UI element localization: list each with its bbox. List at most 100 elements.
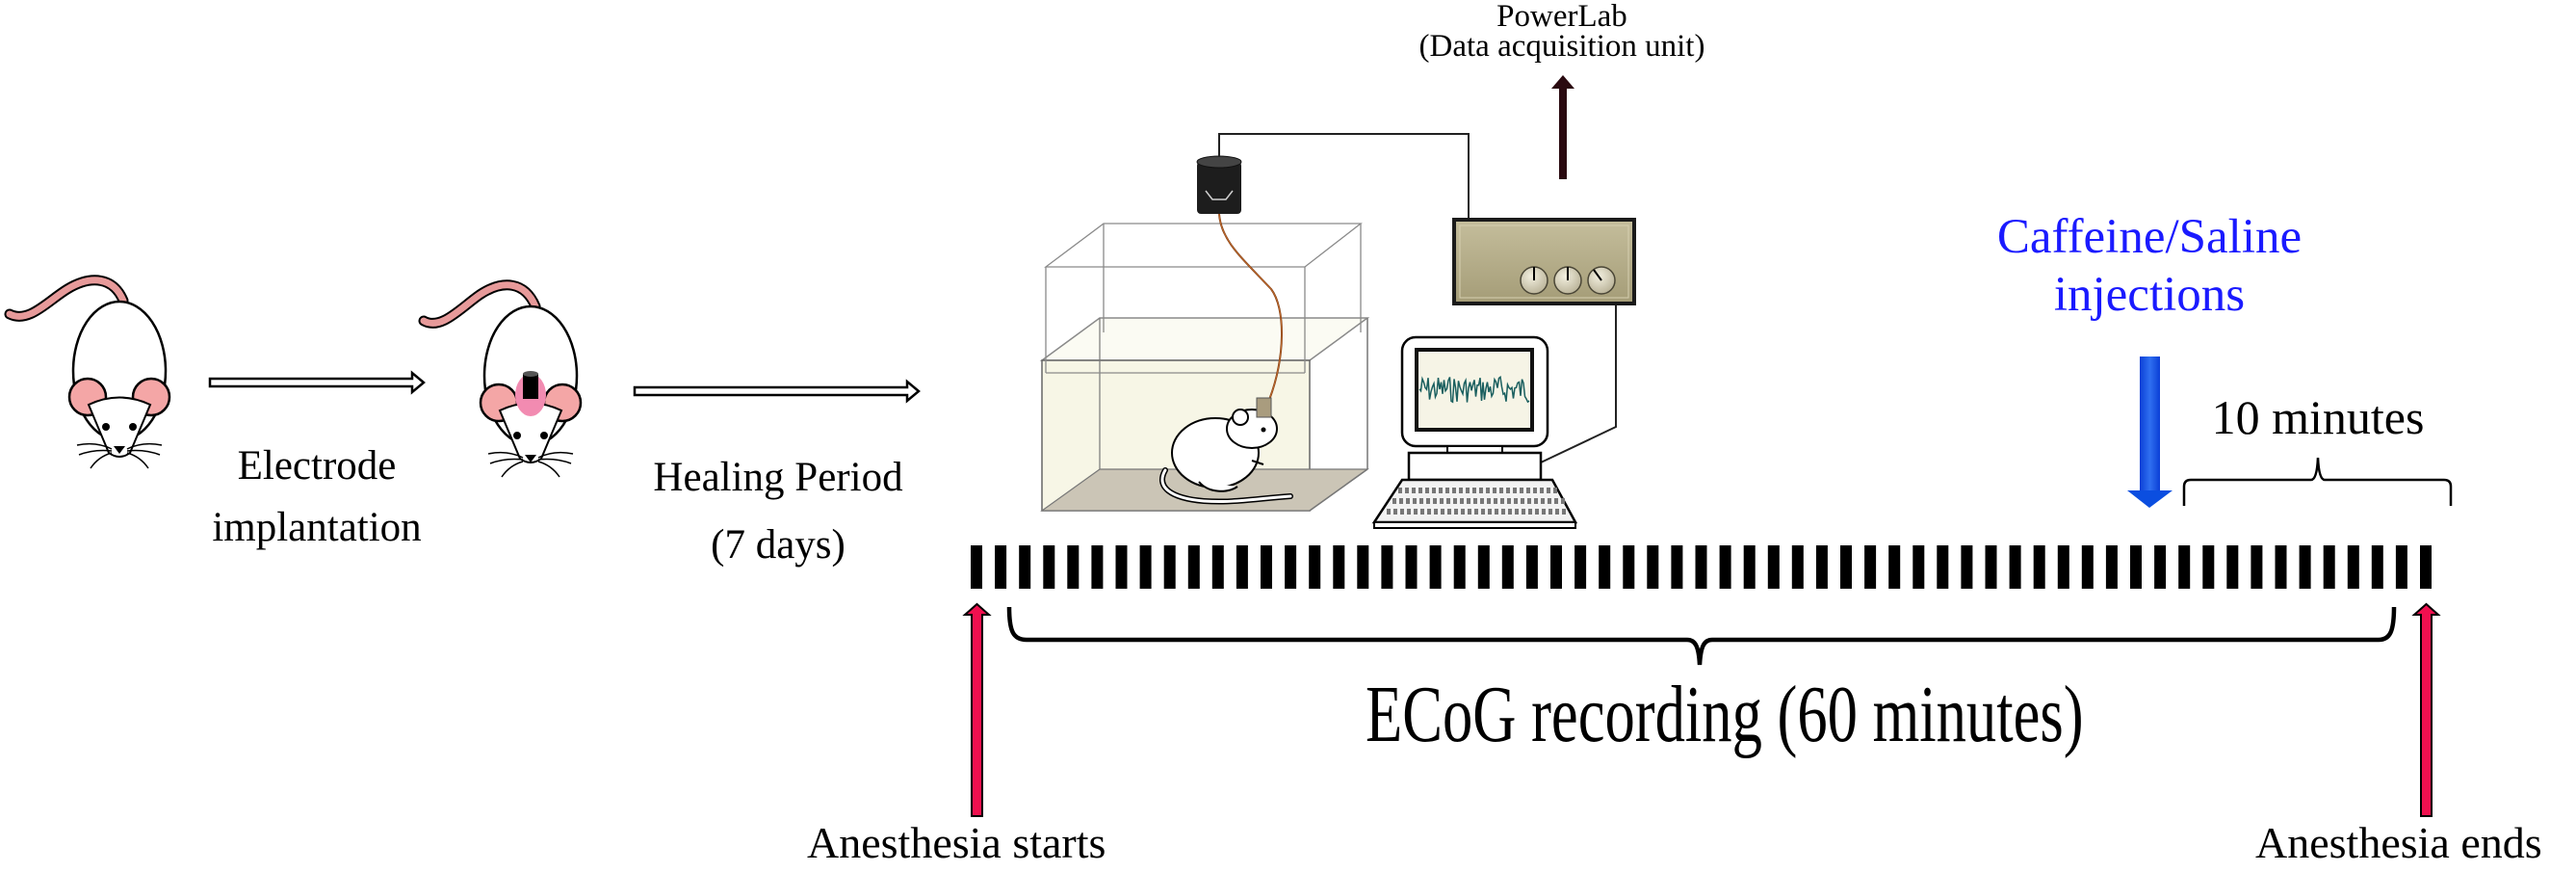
timeline-tick xyxy=(2275,545,2287,589)
injection-line-2: injections xyxy=(2053,268,2246,322)
keyboard-key xyxy=(1487,498,1491,504)
timeline-tick xyxy=(1163,545,1176,589)
keyboard-key xyxy=(1553,488,1557,493)
cage-lid xyxy=(1044,223,1363,374)
keyboard-key xyxy=(1562,509,1566,515)
keyboard-key xyxy=(1461,509,1465,515)
timeline-tick xyxy=(1791,545,1804,589)
keyboard-key xyxy=(1522,509,1525,515)
computer-icon xyxy=(1371,335,1578,529)
keyboard-key xyxy=(1445,488,1449,493)
keyboard-key xyxy=(1398,488,1402,493)
powerlab-unit xyxy=(1452,218,1636,305)
recording-brace xyxy=(1006,606,2397,666)
electrode-icon xyxy=(523,374,538,399)
timeline-tick xyxy=(1211,545,1224,589)
timeline-tick xyxy=(2057,545,2069,589)
timeline-tick xyxy=(1525,545,1538,589)
powerlab-label: PowerLab (Data acquisition unit) xyxy=(1419,1,1705,63)
timeline-tick xyxy=(1309,545,1321,589)
window-brace xyxy=(2182,457,2453,506)
keyboard-key xyxy=(1392,498,1396,504)
keyboard-key xyxy=(1466,488,1470,493)
timeline-tick xyxy=(2202,545,2215,589)
keyboard-key xyxy=(1499,488,1503,493)
timeline-tick xyxy=(1429,545,1442,589)
keyboard-key xyxy=(1467,498,1470,504)
timeline-tick xyxy=(1019,545,1031,589)
keyboard-key xyxy=(1561,498,1565,504)
timeline-tick xyxy=(1357,545,1369,589)
knob-icon xyxy=(1587,266,1616,295)
keyboard-key xyxy=(1460,498,1464,504)
timeline-ticks xyxy=(971,545,2432,589)
keyboard-key xyxy=(1440,498,1444,504)
step-arrow-2 xyxy=(633,379,921,404)
keyboard-key xyxy=(1526,488,1530,493)
anesthesia-end-arrow xyxy=(2411,602,2441,817)
keyboard-key xyxy=(1473,498,1477,504)
keyboard-key xyxy=(1414,509,1418,515)
keyboard-key xyxy=(1480,498,1484,504)
keyboard-key xyxy=(1441,509,1444,515)
keyboard-key xyxy=(1528,509,1532,515)
timeline-tick xyxy=(1381,545,1393,589)
keyboard-key xyxy=(1479,488,1483,493)
timeline-tick xyxy=(2130,545,2142,589)
timeline-tick xyxy=(1333,545,1345,589)
timeline-tick xyxy=(1501,545,1514,589)
keyboard-key xyxy=(1534,498,1538,504)
keyboard-key xyxy=(1406,498,1410,504)
timeline-tick xyxy=(1671,545,1683,589)
keyboard-key xyxy=(1486,488,1490,493)
timeline-tick xyxy=(995,545,1007,589)
timeline-tick xyxy=(2323,545,2335,589)
timeline-tick xyxy=(1115,545,1128,589)
timeline-tick xyxy=(2299,545,2311,589)
timeline-tick xyxy=(2347,545,2359,589)
keyboard-key xyxy=(1413,498,1417,504)
timeline-tick xyxy=(1067,545,1080,589)
timeline-tick xyxy=(1864,545,1877,589)
keyboard-key xyxy=(1474,509,1478,515)
timeline-tick xyxy=(1453,545,1466,589)
keyboard-key xyxy=(1493,488,1496,493)
keyboard-key xyxy=(1555,509,1559,515)
keyboard-key xyxy=(1506,488,1510,493)
keyboard-key xyxy=(1488,509,1492,515)
electrode-implantation-line-2: implantation xyxy=(212,505,422,550)
keyboard-key xyxy=(1452,488,1456,493)
anesthesia-start-arrow xyxy=(962,602,992,817)
timeline-tick xyxy=(1043,545,1055,589)
timeline-tick xyxy=(2178,545,2191,589)
keyboard-key xyxy=(1439,488,1443,493)
ecog-trace xyxy=(1418,375,1530,404)
keyboard-key xyxy=(1535,509,1539,515)
keyboard-key xyxy=(1520,488,1523,493)
timeline-tick xyxy=(1937,545,1949,589)
keyboard-key xyxy=(1459,488,1463,493)
recording-label-text: ECoG recording (60 minutes) xyxy=(1366,670,2084,759)
keyboard-key xyxy=(1547,488,1550,493)
keyboard-key xyxy=(1400,509,1404,515)
keyboard-key xyxy=(1500,498,1504,504)
injection-line-1: Caffeine/Saline xyxy=(1996,210,2303,264)
keyboard-key xyxy=(1432,488,1436,493)
injection-label: Caffeine/Saline injections xyxy=(1997,208,2302,324)
timeline-tick xyxy=(1985,545,1997,589)
keyboard-key xyxy=(1521,498,1524,504)
timeline-tick xyxy=(1815,545,1828,589)
headstage-connector xyxy=(1256,397,1272,418)
keyboard-key xyxy=(1515,509,1519,515)
keyboard-key xyxy=(1554,498,1558,504)
keyboard-key xyxy=(1494,498,1497,504)
timeline-tick xyxy=(2395,545,2407,589)
timeline-tick xyxy=(1236,545,1248,589)
timeline-tick xyxy=(2081,545,2094,589)
timeline-tick xyxy=(1647,545,1659,589)
timeline-tick xyxy=(1623,545,1635,589)
injection-arrow xyxy=(2127,357,2173,508)
keyboard-key xyxy=(1393,509,1397,515)
keyboard-key xyxy=(1433,498,1437,504)
keyboard-key xyxy=(1481,509,1485,515)
